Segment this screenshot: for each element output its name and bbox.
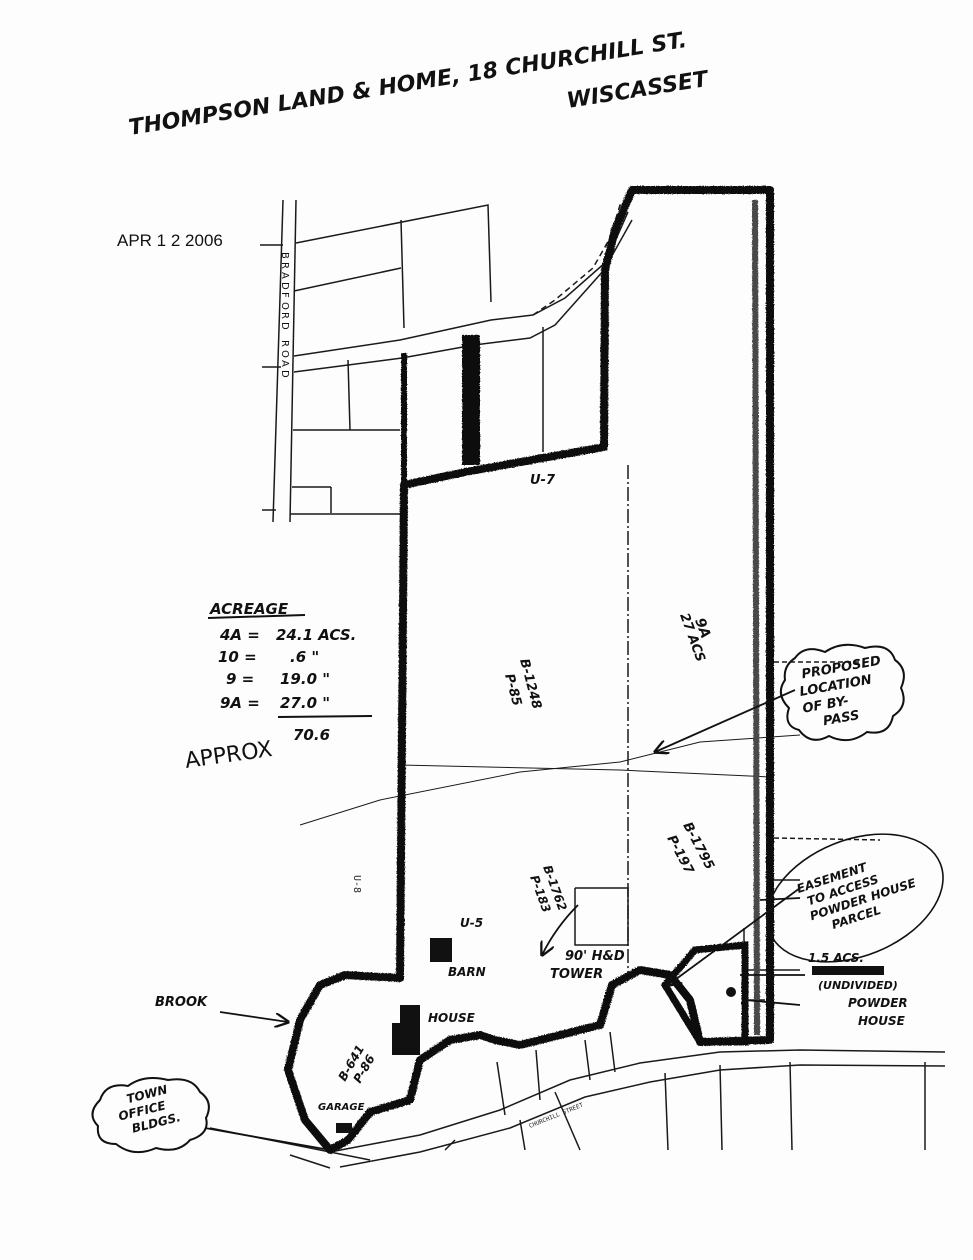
easement-arrow-2 <box>759 897 801 901</box>
acreage-val-4a: 24.1 ACS. <box>276 626 356 644</box>
zone-u7-label: U-7 <box>530 473 556 488</box>
svg-text:F: F <box>279 292 290 298</box>
svg-text:R: R <box>279 262 290 269</box>
acreage-lot-9a: 9A = <box>220 694 260 712</box>
svg-text:D: D <box>279 282 290 290</box>
svg-text:O: O <box>279 350 290 358</box>
svg-text:D: D <box>279 322 290 330</box>
house-building <box>392 1005 420 1055</box>
garage-label: GARAGE <box>318 1102 365 1113</box>
town-office-cloud <box>91 1077 210 1154</box>
acreage-val-9a: 27.0 " <box>280 694 330 712</box>
house-label: HOUSE <box>428 1011 476 1025</box>
bradford-road-label: B R A D F O R D R O A D <box>279 252 290 378</box>
powder-arrow <box>744 999 801 1006</box>
bypass-arrow <box>655 689 796 752</box>
svg-text:PASS: PASS <box>822 708 861 729</box>
acreage-lot-10: 10 = <box>218 648 257 666</box>
easement-ellipse <box>766 833 944 963</box>
acreage-lot-9: 9 = <box>226 670 254 688</box>
powder-house-line2: HOUSE <box>858 1014 906 1028</box>
tower-label-line2: TOWER <box>550 967 603 982</box>
easement-arrow <box>668 887 801 985</box>
town-office-arrow <box>204 1127 331 1151</box>
acreage-heading: ACREAGE <box>209 600 289 618</box>
garage-building <box>336 1123 352 1133</box>
easement-callout: EASEMENT TO ACCESS POWDER HOUSE PARCEL <box>795 860 918 932</box>
powder-house-line1: POWDER <box>848 996 908 1010</box>
lot-9a-label: 9A <box>691 616 713 641</box>
barn-label: BARN <box>448 965 486 979</box>
powder-house-building <box>726 987 736 997</box>
powder-acres-label: 1.5 ACS. <box>808 951 864 965</box>
acreage-lot-4a: 4A = <box>219 626 260 644</box>
acres-redaction-bar <box>812 966 884 975</box>
acreage-val-9: 19.0 " <box>280 670 330 688</box>
powder-undivided-label: (UNDIVIDED) <box>818 979 898 992</box>
brook-label: BROOK <box>155 995 208 1010</box>
svg-text:R: R <box>279 340 290 347</box>
svg-text:B: B <box>279 252 290 259</box>
svg-text:R: R <box>279 312 290 319</box>
acreage-table: ACREAGE 4A = 24.1 ACS. 10 = .6 " 9 = 19.… <box>183 600 373 774</box>
bypass-cloud <box>779 643 905 742</box>
svg-text:A: A <box>279 272 290 279</box>
svg-text:D: D <box>279 370 290 378</box>
zone-u8-label: U-8 <box>351 875 362 893</box>
svg-text:A: A <box>279 360 290 367</box>
acreage-approx-note: APPROX <box>183 737 273 774</box>
brook-arrow <box>219 1011 288 1022</box>
tower-label-line1: 90' H&D <box>565 949 625 964</box>
barn-building <box>430 938 452 962</box>
acreage-total: 70.6 <box>293 726 330 744</box>
town-office-callout: TOWN OFFICE BLDGS. <box>117 1082 182 1135</box>
churchill-street-label: CHURCHILL STREET <box>528 1102 585 1130</box>
tower-arrow <box>542 904 579 955</box>
svg-text:O: O <box>279 302 290 310</box>
acreage-val-10: .6 " <box>290 648 319 666</box>
zone-u5-label: U-5 <box>460 916 483 930</box>
received-date-stamp: APR 1 2 2006 <box>117 231 223 250</box>
bypass-callout: PROPOSED LOCATION OF BY- PASS <box>799 654 883 730</box>
map-title-line2: WISCASSET <box>565 67 712 114</box>
